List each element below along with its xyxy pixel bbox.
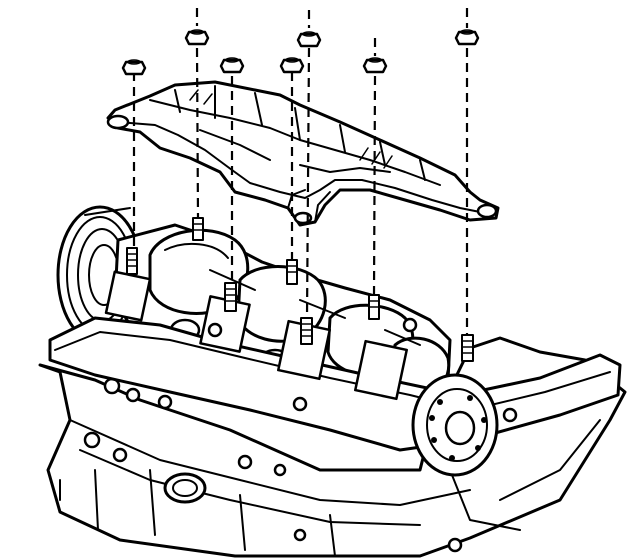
nut-4 xyxy=(279,57,305,74)
nut-7 xyxy=(454,29,480,46)
alignment-line-5 xyxy=(305,10,311,319)
stud-3 xyxy=(224,282,237,312)
nut-3 xyxy=(219,57,245,74)
nut-1 xyxy=(121,59,147,76)
stud-2 xyxy=(192,217,204,241)
stud-7 xyxy=(461,334,474,362)
nut-5 xyxy=(296,31,322,48)
shield-retaining-nuts xyxy=(121,29,480,76)
alignment-line-2 xyxy=(195,8,200,219)
stud-5 xyxy=(300,317,313,345)
nut-2 xyxy=(184,29,210,46)
stud-1 xyxy=(126,247,138,275)
nut-6 xyxy=(362,57,388,74)
stud-4 xyxy=(286,259,298,285)
oil-deflector-shield xyxy=(106,80,500,227)
alignment-lines xyxy=(132,8,469,335)
alignment-line-6 xyxy=(372,38,377,296)
stud-6 xyxy=(368,294,380,320)
flywheel-flange xyxy=(411,373,499,477)
